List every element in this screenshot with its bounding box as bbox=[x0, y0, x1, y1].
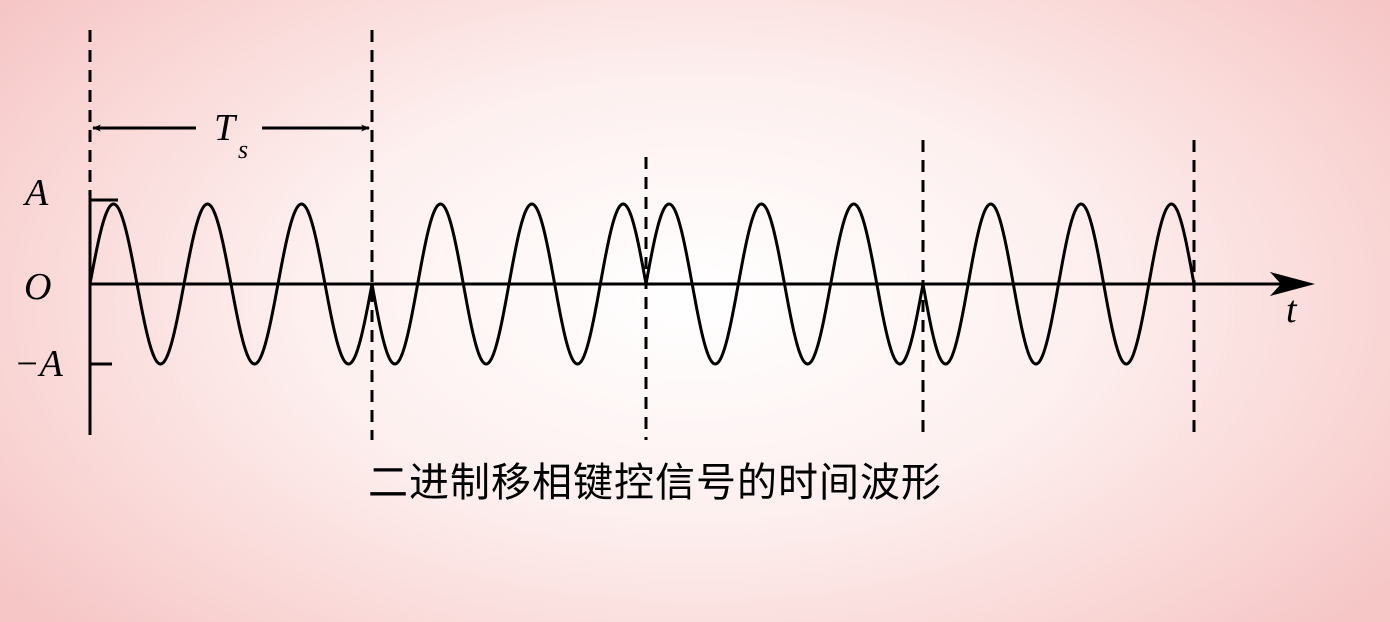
label-amplitude-neg: −A bbox=[14, 343, 64, 385]
label-period-subscript: s bbox=[238, 135, 248, 164]
label-origin: O bbox=[24, 266, 51, 308]
label-period: T bbox=[214, 107, 238, 149]
bpsk-waveform bbox=[88, 202, 1196, 366]
time-axis-arrowhead bbox=[1270, 272, 1315, 296]
label-time-axis: t bbox=[1286, 289, 1298, 331]
label-amplitude-pos: A bbox=[22, 172, 49, 214]
diagram-caption: 二进制移相键控信号的时间波形 bbox=[368, 460, 942, 506]
